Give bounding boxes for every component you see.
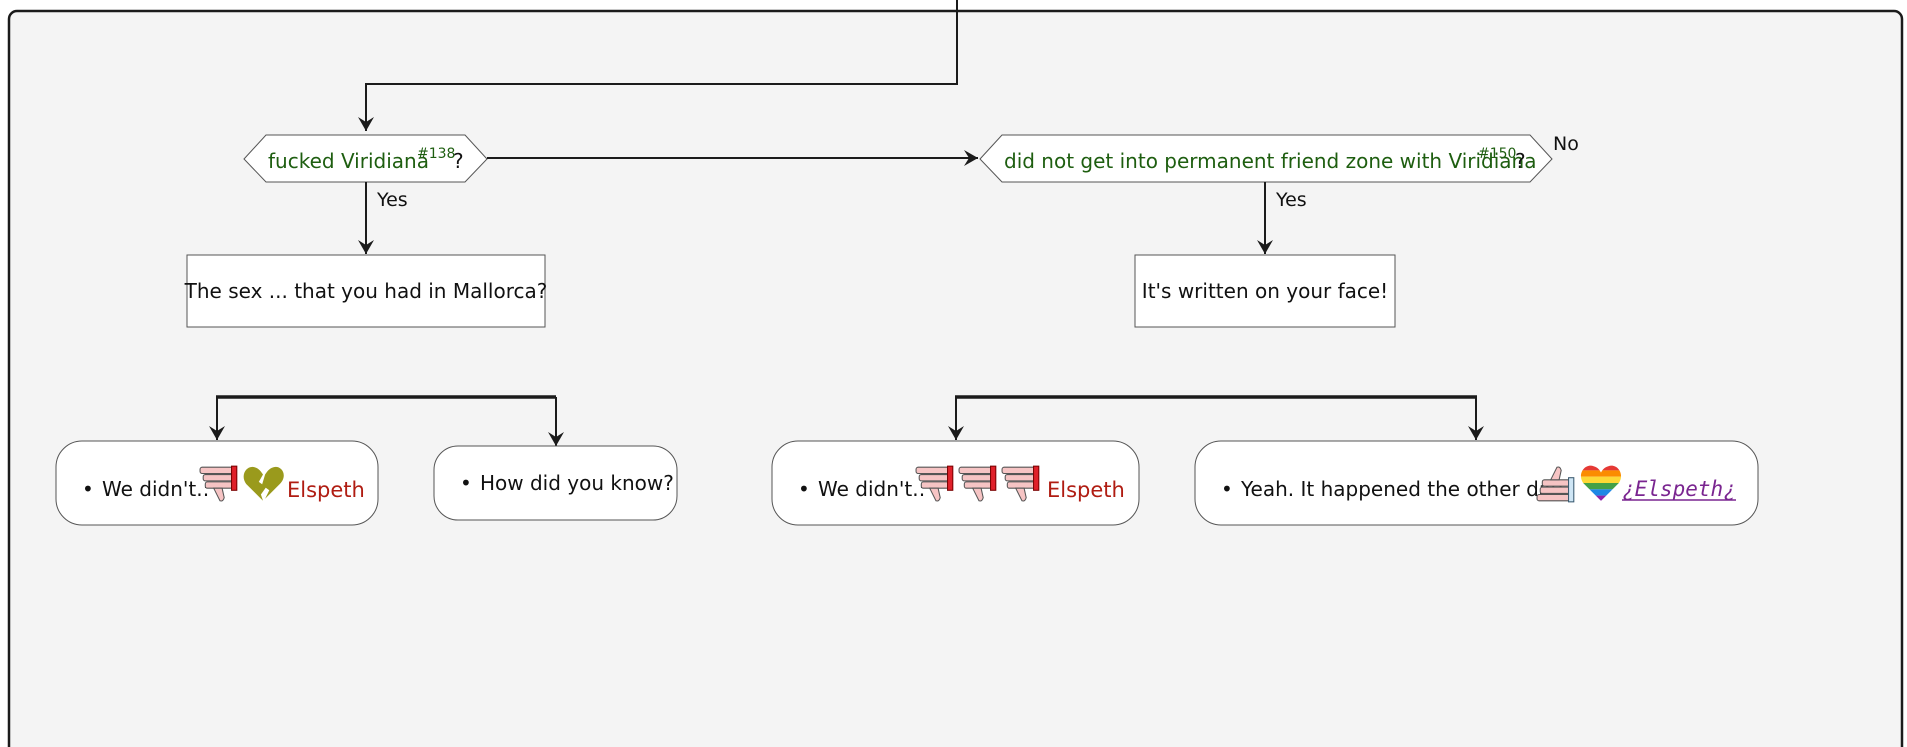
- incoming-arrow: [358, 0, 958, 131]
- option-3-text: We didn't.:: [818, 477, 925, 501]
- decision-1-suffix: ?: [453, 149, 464, 173]
- option-we-didnt-broken-heart[interactable]: • We didn't.: Elspeth: [55, 440, 379, 526]
- no-label: No: [1553, 133, 1579, 155]
- option-2-text: How did you know?: [480, 471, 674, 495]
- yes-label-1: Yes: [376, 189, 408, 211]
- option-1-text: We didn't.:: [102, 477, 209, 501]
- option-4-text: Yeah. It happened the other day.:: [1240, 477, 1573, 501]
- decision-1-text: fucked Viridiana: [268, 149, 429, 173]
- action-box-mallorca: The sex ... that you had in Mallorca?: [184, 254, 548, 328]
- action-box-2-text: It's written on your face!: [1142, 279, 1388, 303]
- option-how-did-you-know[interactable]: • How did you know?: [433, 445, 678, 521]
- decision-fucked-viridiana: fucked Viridiana #138 ?: [243, 134, 488, 183]
- option-1-name: Elspeth: [287, 478, 365, 502]
- decision-2-text: did not get into permanent friend zone w…: [1004, 149, 1536, 173]
- decision-friend-zone: did not get into permanent friend zone w…: [979, 134, 1553, 183]
- option-2-bullet: •: [460, 471, 472, 495]
- option-1-bullet: •: [82, 477, 94, 501]
- action-box-1-text: The sex ... that you had in Mallorca?: [184, 279, 548, 303]
- option-yeah-it-happened[interactable]: • Yeah. It happened the other day.: ¿Els…: [1194, 440, 1759, 526]
- yes-label-2: Yes: [1275, 189, 1307, 211]
- action-box-face: It's written on your face!: [1134, 254, 1396, 328]
- decision-2-ref: #150: [1478, 146, 1516, 162]
- option-4-name-link[interactable]: ¿Elspeth¿: [1622, 477, 1736, 501]
- decision-2-suffix: ?: [1515, 149, 1526, 173]
- option-3-bullet: •: [798, 477, 810, 501]
- swimlane-frame: [7, 9, 1904, 747]
- option-3-name: Elspeth: [1047, 478, 1125, 502]
- decision-1-ref: #138: [417, 146, 455, 162]
- option-4-bullet: •: [1221, 477, 1233, 501]
- option-we-didnt-triple-dislike[interactable]: • We didn't.: Elspeth: [771, 440, 1140, 526]
